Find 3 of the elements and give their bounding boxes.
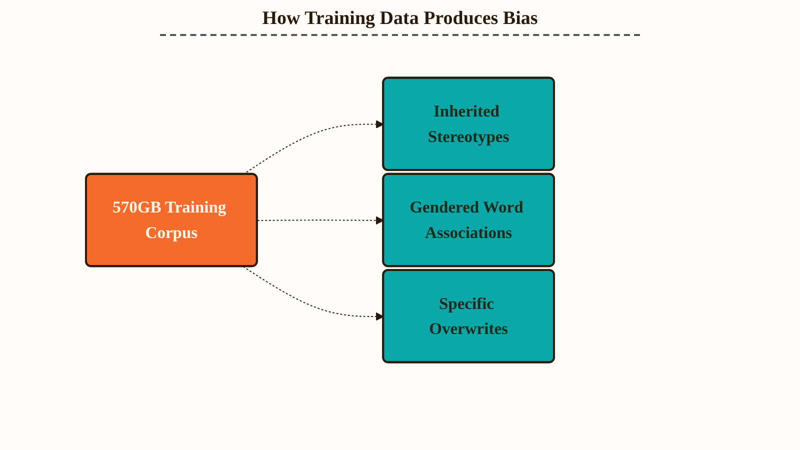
diagram-title: How Training Data Produces Bias xyxy=(160,8,640,36)
arrow xyxy=(242,266,384,321)
arrow xyxy=(256,216,384,225)
